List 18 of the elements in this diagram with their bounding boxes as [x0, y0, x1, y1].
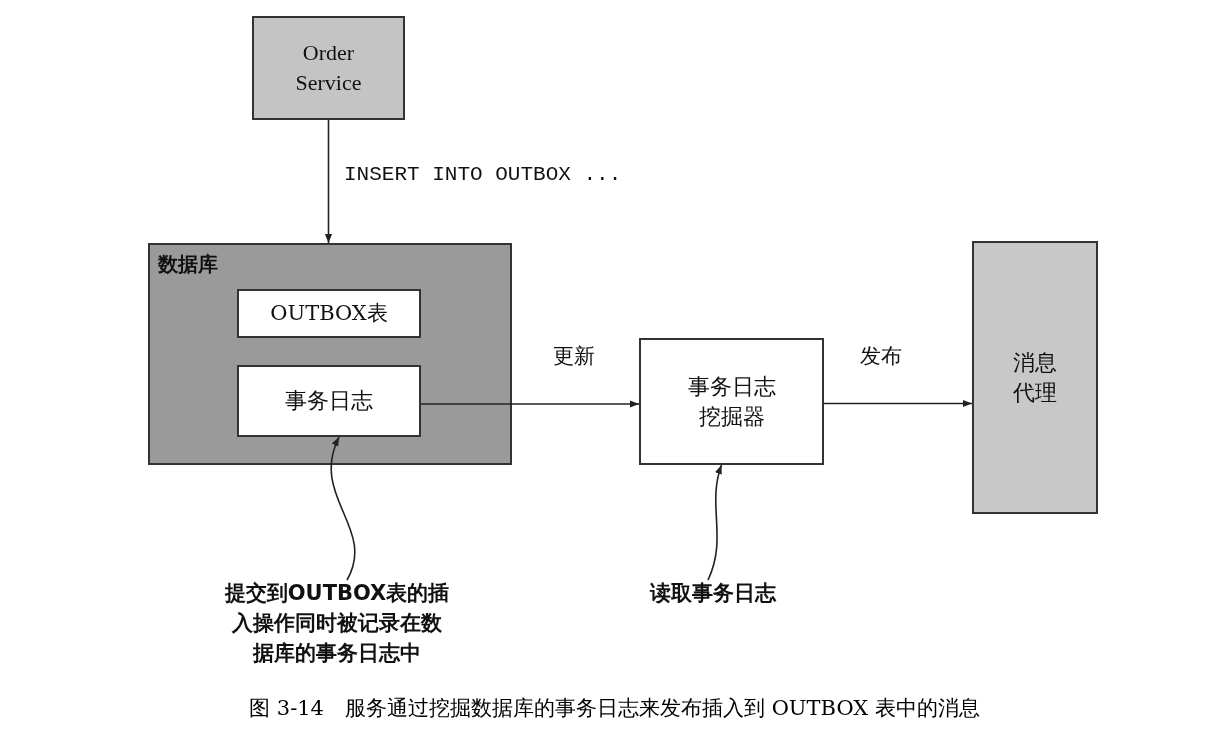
- arrow: [324, 119, 333, 244]
- callout-text: 读取事务日志: [633, 578, 793, 610]
- edge-label: 发布: [860, 343, 902, 370]
- edge-label: 更新: [553, 343, 595, 370]
- leader-line: [707, 464, 723, 581]
- caption: 图 3-14 服务通过挖掘数据库的事务日志来发布插入到 OUTBOX 表中的消息: [248, 695, 981, 722]
- database-box: [148, 243, 512, 465]
- table-box: OUTBOX表: [237, 289, 421, 338]
- edge-label: INSERT INTO OUTBOX ...: [344, 163, 622, 186]
- process-box: 事务日志挖掘器: [639, 338, 824, 465]
- callout-text: 提交到OUTBOX表的插入操作同时被记录在数据库的事务日志中: [212, 578, 462, 668]
- arrow: [823, 399, 973, 408]
- service-box: Order Service: [252, 16, 405, 120]
- arrow: [420, 400, 640, 408]
- log-box: 事务日志: [237, 365, 421, 437]
- broker-box: 消息代理: [972, 241, 1098, 514]
- box-heading: 数据库: [158, 251, 218, 278]
- leader-line: [330, 436, 356, 581]
